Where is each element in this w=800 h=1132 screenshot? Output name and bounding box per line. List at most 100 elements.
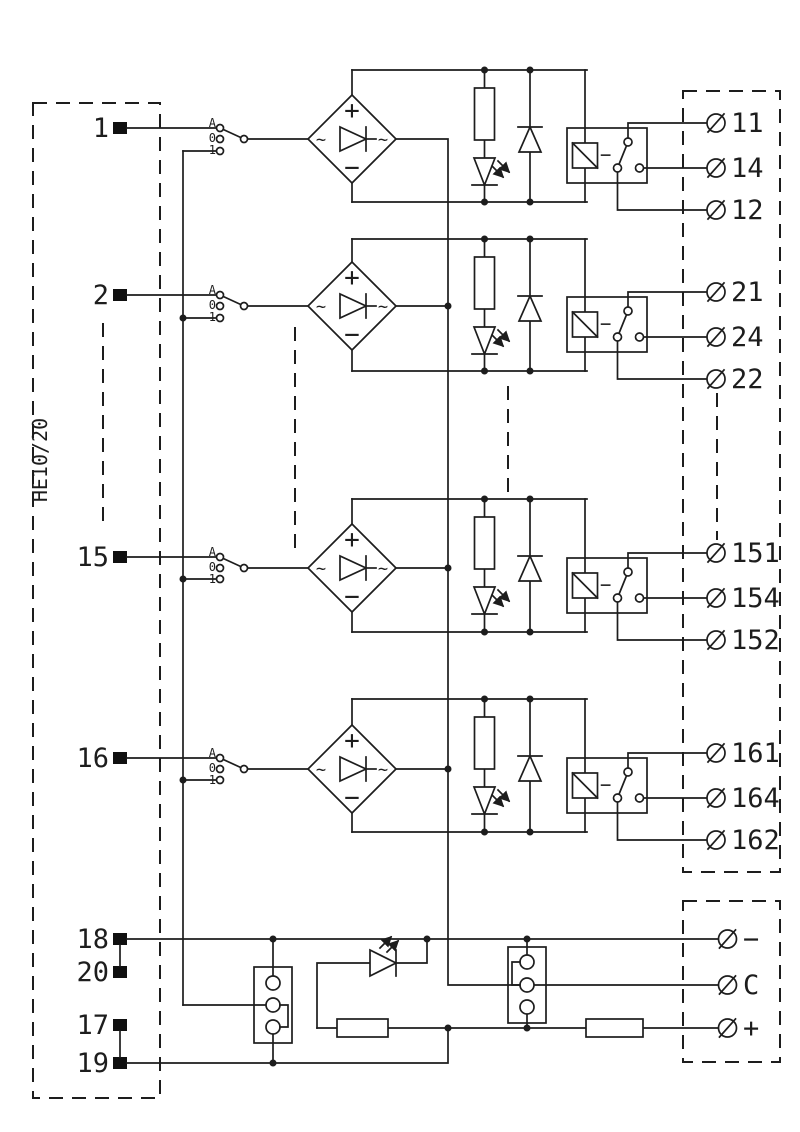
svg-text:0: 0 [209, 298, 216, 312]
channel-1: 1 A 0 1 + − ~ ~ [93, 66, 764, 226]
terminal-label: 21 [731, 277, 764, 308]
svg-text:−: − [600, 313, 611, 335]
terminal-label: 154 [731, 583, 780, 614]
svg-text:~: ~ [316, 297, 326, 317]
right-terminal-box [682, 90, 781, 873]
suppressor-diode [517, 698, 543, 833]
output-terminals: 161 164 162 [706, 738, 780, 856]
svg-text:−: − [344, 582, 360, 612]
relay: − [566, 238, 708, 380]
svg-text:1: 1 [209, 143, 216, 157]
jumper-link [279, 1004, 289, 1028]
svg-text:1: 1 [209, 572, 216, 586]
mode-selector-switch: A 0 1 [126, 545, 308, 586]
relay-contact [616, 291, 708, 380]
input-pin-15 [113, 551, 127, 563]
relay-contact [616, 122, 708, 211]
svg-text:A: A [209, 283, 217, 297]
svg-text:−: − [600, 774, 611, 796]
svg-text:0: 0 [209, 131, 216, 145]
power-section: 18 20 17 19 [76, 924, 759, 1079]
channel-2: 2 A 0 1 + − ~ ~ [93, 235, 764, 395]
input-pin-20 [113, 966, 127, 978]
terminal-label: 152 [731, 625, 780, 656]
suppressor-diode [517, 69, 543, 203]
svg-text:1: 1 [209, 310, 216, 324]
terminal-label: 14 [731, 153, 764, 184]
terminal-label: 22 [731, 364, 764, 395]
pin-label-19: 19 [76, 1048, 109, 1079]
mode-selector-switch: A 0 1 [126, 746, 308, 787]
mode-selector-switch: A 0 1 [126, 116, 308, 157]
power-led [369, 935, 400, 978]
common-buses [179, 138, 720, 1006]
relay: − [566, 69, 708, 211]
supply-rails [351, 498, 588, 633]
svg-text:~: ~ [316, 130, 326, 150]
pin-label-1: 1 [93, 113, 109, 144]
svg-text:~: ~ [378, 130, 388, 150]
svg-text:~: ~ [316, 760, 326, 780]
power-terminals: − C + [717, 924, 759, 1044]
bridge-common-bus [396, 138, 720, 986]
terminal-label: 162 [731, 825, 780, 856]
svg-text:~: ~ [378, 760, 388, 780]
suppressor-diode [517, 498, 543, 633]
relay: − [566, 498, 708, 641]
relay-contact [616, 552, 708, 641]
pin-label-16: 16 [76, 743, 109, 774]
supply-rails [351, 698, 588, 833]
output-terminals: 21 24 22 [706, 277, 764, 395]
output-terminals: 11 14 12 [706, 108, 764, 226]
bridge-rectifier: + − ~ ~ [306, 238, 398, 372]
terminal-label: 151 [731, 538, 780, 569]
svg-text:−: − [344, 153, 360, 183]
input-pin-18 [113, 933, 127, 945]
bridge-rectifier: + − ~ ~ [306, 69, 398, 203]
mode-selector-switch: A 0 1 [126, 283, 308, 324]
terminal-label: 164 [731, 783, 780, 814]
channel-4: 16 A 0 1 + − ~ ~ [76, 695, 780, 856]
svg-text:+: + [344, 96, 360, 126]
pin-label-17: 17 [76, 1010, 109, 1041]
svg-text:A: A [209, 746, 217, 760]
pin-label-2: 2 [93, 280, 109, 311]
svg-text:1: 1 [209, 773, 216, 787]
relay: − [566, 698, 708, 841]
power-resistor [336, 1018, 389, 1038]
terminal-label: 24 [731, 322, 764, 353]
pin-label-15: 15 [76, 542, 109, 573]
svg-text:~: ~ [378, 559, 388, 579]
input-pin-1 [113, 122, 127, 134]
svg-text:−: − [600, 574, 611, 596]
status-led [471, 786, 511, 817]
bridge-rectifier: + − ~ ~ [306, 698, 398, 833]
svg-text:A: A [209, 545, 217, 559]
status-led [471, 157, 511, 188]
left-connector-box: HE10/20 [28, 102, 161, 1099]
svg-text:A: A [209, 116, 217, 130]
jumper-block-right [507, 938, 547, 1029]
svg-text:+: + [344, 726, 360, 756]
pin-label-20: 20 [76, 957, 109, 988]
svg-text:+: + [344, 525, 360, 555]
input-pin-17 [113, 1019, 127, 1031]
jumper-block-left [182, 938, 293, 1064]
power-terminal-box [682, 900, 781, 1063]
input-pin-19 [113, 1057, 127, 1069]
status-led [471, 586, 511, 617]
fuse [585, 1018, 644, 1038]
module-label: HE10/20 [28, 418, 52, 502]
svg-text:~: ~ [378, 297, 388, 317]
bridge-rectifier: + − ~ ~ [306, 498, 398, 633]
input-pin-16 [113, 752, 127, 764]
terminal-label-common: C [743, 970, 759, 1001]
jumper-link [511, 961, 521, 986]
terminal-label: 161 [731, 738, 780, 769]
svg-text:−: − [344, 320, 360, 350]
plus-feed [126, 1027, 449, 1064]
svg-text:~: ~ [316, 559, 326, 579]
pin-label-18: 18 [76, 924, 109, 955]
